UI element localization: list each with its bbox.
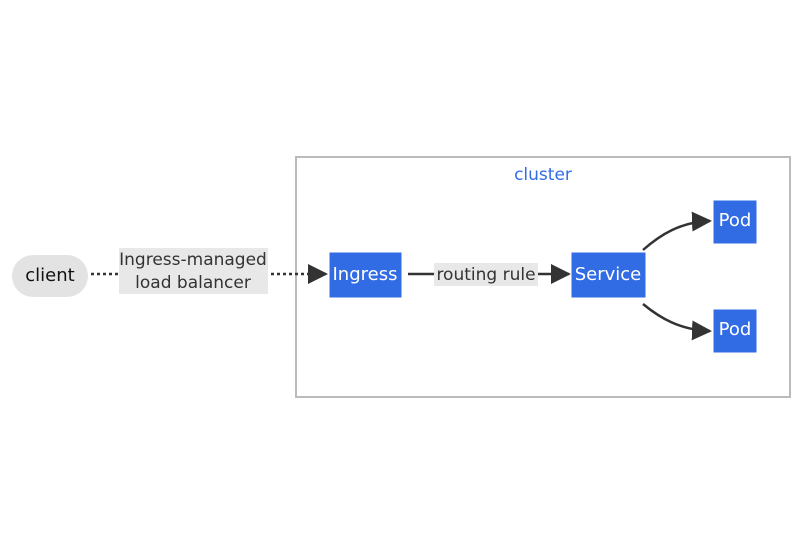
- cluster-title: cluster: [514, 165, 572, 185]
- client-shape: [12, 255, 88, 297]
- edge-label-routing-rule: routing rule: [434, 263, 538, 286]
- edge-label-bg: [119, 248, 268, 294]
- node-client: client: [12, 255, 88, 297]
- node-pod-1: Pod: [712, 199, 758, 245]
- node-pod-2: Pod: [712, 308, 758, 354]
- ingress-shape: [328, 251, 403, 299]
- service-shape: [570, 251, 647, 299]
- node-service: Service: [570, 251, 647, 299]
- pod-2-label: Pod: [719, 319, 752, 340]
- edge-label-text: routing rule: [436, 265, 535, 285]
- edge-label-bg: [434, 263, 538, 286]
- client-label: client: [25, 265, 74, 286]
- node-ingress: Ingress: [328, 251, 403, 299]
- pod-1-shape: [712, 199, 758, 245]
- edge-service-to-pod-2: [642, 303, 712, 341]
- edge-label-line-1: Ingress-managed: [119, 250, 267, 270]
- pod-2-shape: [712, 308, 758, 354]
- edge-service-to-pod-1: [642, 211, 712, 251]
- service-label: Service: [575, 264, 642, 285]
- ingress-label: Ingress: [333, 264, 398, 285]
- edge-label-load-balancer: Ingress-managed load balancer: [119, 248, 268, 294]
- pod-1-label: Pod: [719, 210, 752, 231]
- edge-label-line-2: load balancer: [135, 273, 251, 293]
